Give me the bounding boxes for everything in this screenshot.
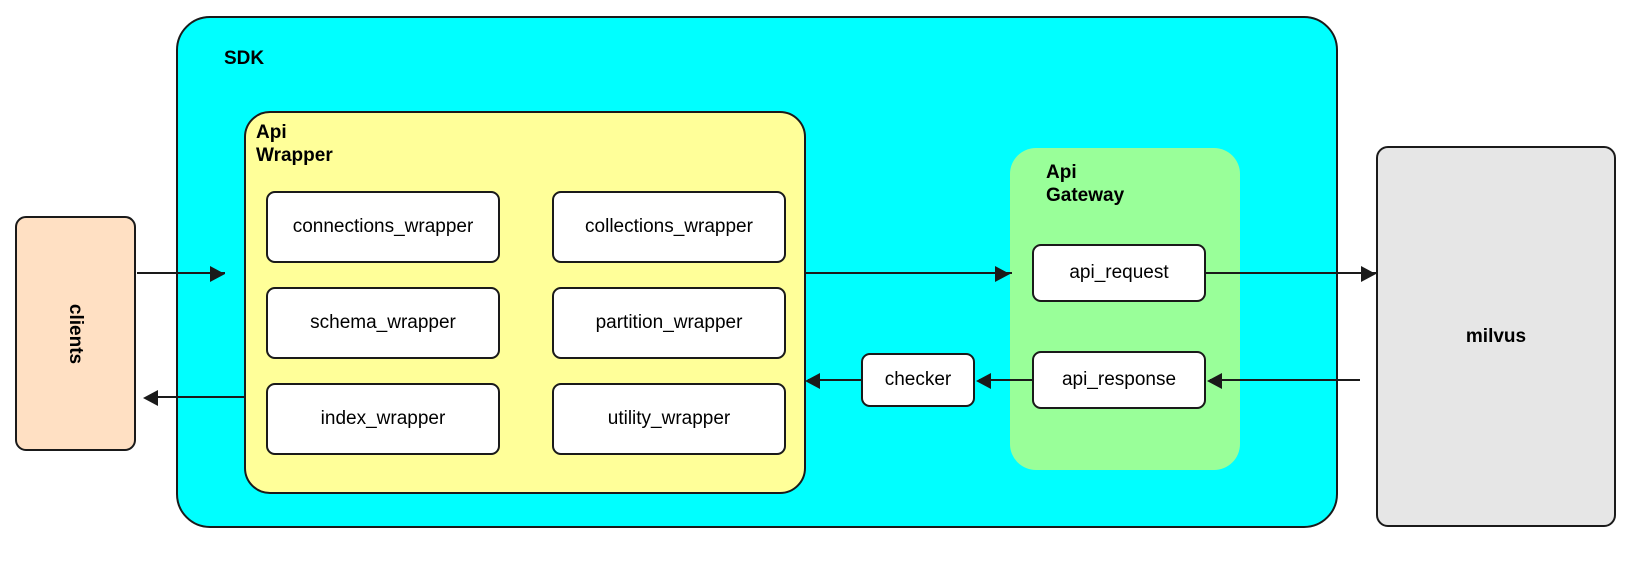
arrow-left-icon bbox=[976, 373, 991, 389]
group-api-wrapper-label: Api Wrapper bbox=[256, 122, 333, 166]
node-label: connections_wrapper bbox=[292, 216, 474, 237]
arrow-left-icon bbox=[143, 390, 158, 406]
edge-checker-to-api-wrapper bbox=[808, 379, 862, 381]
node-label: milvus bbox=[1465, 325, 1527, 347]
node-api-response[interactable]: api_response bbox=[1032, 351, 1206, 409]
node-partition-wrapper[interactable]: partition_wrapper bbox=[552, 287, 786, 359]
node-label: api_request bbox=[1069, 262, 1169, 283]
node-label: schema_wrapper bbox=[310, 312, 456, 333]
node-label: partition_wrapper bbox=[595, 312, 743, 333]
arrow-right-icon bbox=[995, 266, 1010, 282]
arrow-right-icon bbox=[1361, 266, 1376, 282]
edge-api-response-to-checker bbox=[979, 379, 1033, 381]
edge-api-wrapper-to-api-gateway bbox=[804, 272, 1012, 274]
group-sdk-label: SDK bbox=[224, 48, 265, 69]
arrow-right-icon bbox=[210, 266, 225, 282]
arrow-left-icon bbox=[805, 373, 820, 389]
node-checker[interactable]: checker bbox=[861, 353, 975, 407]
node-schema-wrapper[interactable]: schema_wrapper bbox=[266, 287, 500, 359]
node-label: collections_wrapper bbox=[585, 216, 753, 237]
group-api-gateway-label: Api Gateway bbox=[1046, 162, 1125, 206]
node-label: checker bbox=[884, 369, 952, 390]
edge-api-request-to-milvus bbox=[1206, 272, 1378, 274]
group-api-gateway: Api Gateway bbox=[1010, 148, 1240, 470]
arrow-left-icon bbox=[1207, 373, 1222, 389]
node-collections-wrapper[interactable]: collections_wrapper bbox=[552, 191, 786, 263]
node-utility-wrapper[interactable]: utility_wrapper bbox=[552, 383, 786, 455]
edge-milvus-to-api-response bbox=[1210, 379, 1360, 381]
node-index-wrapper[interactable]: index_wrapper bbox=[266, 383, 500, 455]
node-label: index_wrapper bbox=[320, 408, 446, 429]
node-label: utility_wrapper bbox=[607, 408, 731, 429]
node-label: clients bbox=[65, 303, 87, 364]
node-clients[interactable]: clients bbox=[15, 216, 136, 451]
node-api-request[interactable]: api_request bbox=[1032, 244, 1206, 302]
edge-clients-to-sdk bbox=[137, 272, 225, 274]
node-label: api_response bbox=[1061, 369, 1177, 390]
node-milvus[interactable]: milvus bbox=[1376, 146, 1616, 527]
node-connections-wrapper[interactable]: connections_wrapper bbox=[266, 191, 500, 263]
edge-sdk-to-clients bbox=[158, 396, 246, 398]
